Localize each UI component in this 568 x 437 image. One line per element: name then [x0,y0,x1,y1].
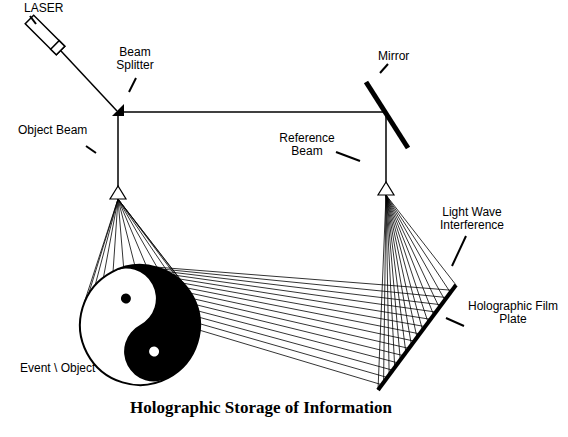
light-ray [200,330,382,385]
light-ray [118,199,168,272]
light-ray [191,293,414,341]
light-ray [173,275,436,312]
part-label: Mirror [378,50,428,63]
yin-yang-object [59,244,221,406]
light-ray [194,299,409,348]
light-ray [378,195,386,390]
light-ray [197,305,404,356]
part-label: LASER [24,2,84,15]
mirror-symbol [366,82,408,148]
light-ray [386,195,450,293]
laser-beam [61,51,117,111]
part-label: Light Wave Interference [420,206,524,232]
part-label: Holographic Film Plate [464,300,562,326]
light-ray [386,195,434,315]
light-ray [118,199,146,265]
diagram-title: Holographic Storage of Information [0,398,522,418]
part-label: Object Beam [18,124,98,137]
light-ray [118,199,157,268]
object-lens [110,186,126,199]
light-ray [386,195,428,323]
split-beam [118,111,386,113]
part-label: Beam Splitter [104,46,166,72]
object-beam [117,112,119,188]
light-ray [200,317,393,370]
light-ray [168,272,442,305]
light-ray [113,199,118,271]
reference-lens [378,182,394,195]
part-label: Event \ Object [20,362,120,375]
reference-beam [385,112,387,184]
leader-lines [30,16,466,326]
light-ray [198,311,398,363]
film-plate [378,285,456,390]
laser-symbol [25,15,65,55]
light-ray [200,324,387,378]
part-label: Reference Beam [270,132,344,158]
light-ray [103,199,118,277]
